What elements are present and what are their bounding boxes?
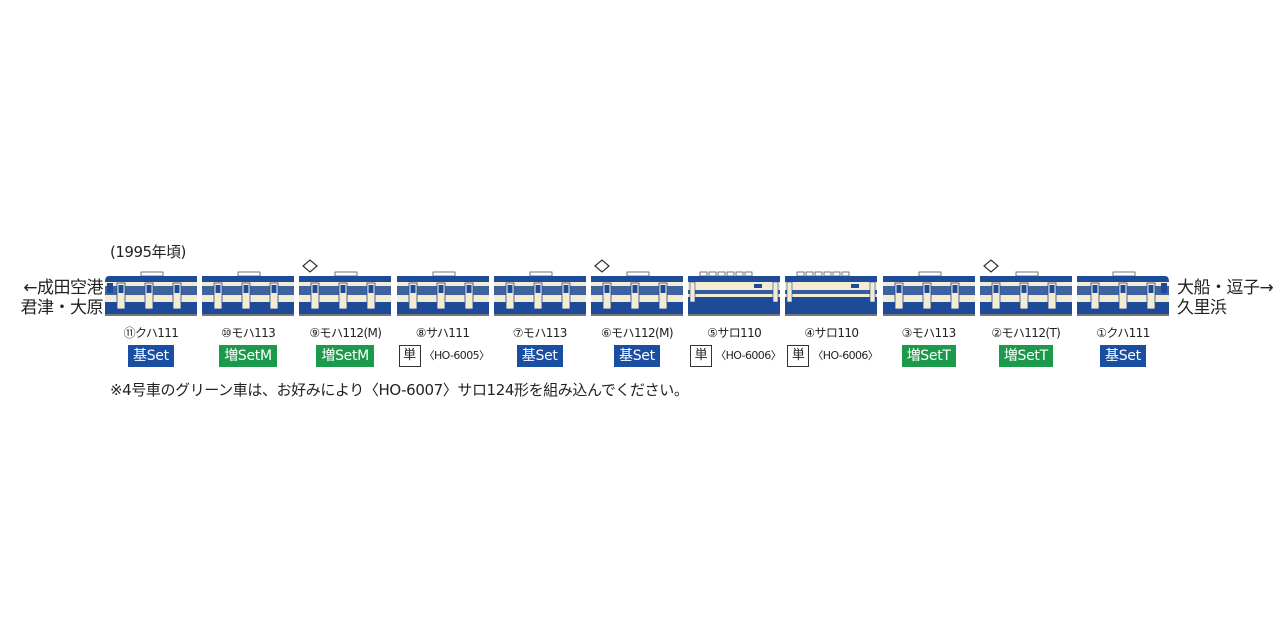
add-on-set-badge: 増SetM (316, 345, 374, 367)
train-car: ②モハ112(T) 増SetT (979, 259, 1072, 375)
train-car-illustration (105, 271, 197, 316)
train-car: ⑥モハ112(M) 基Set (591, 259, 683, 375)
car-label: ⑤サロ110 (707, 326, 762, 340)
car-label: ⑨モハ112(M) (309, 326, 382, 340)
product-code: 〈HO-6006〉 (812, 349, 879, 362)
basic-set-badge: 基Set (614, 345, 660, 367)
car-label: ③モハ113 (901, 326, 957, 340)
train-car-illustration (493, 271, 586, 316)
train-car-illustration (396, 271, 489, 316)
footnote: ※4号車のグリーン車は、お好みにより〈HO-6007〉サロ124形を組み込んでく… (110, 381, 689, 399)
car-label: ⑧サハ111 (415, 326, 470, 340)
car-label: ④サロ110 (804, 326, 859, 340)
destination-right-line1: 大船・逗子→ (1177, 278, 1274, 298)
train-car: ⑩モハ113 増SetM (202, 265, 295, 375)
destination-right: 大船・逗子→ 久里浜 (1177, 278, 1277, 318)
destination-left: ←成田空港 君津・大原 (3, 278, 104, 318)
train-car-illustration (688, 271, 781, 316)
car-label: ⑩モハ113 (221, 326, 276, 340)
basic-set-badge: 基Set (516, 345, 563, 367)
train-car-illustration (1077, 271, 1169, 316)
add-on-set-badge: 増SetM (219, 345, 277, 367)
pantograph-marker (594, 259, 610, 273)
train-car: ⑧サハ111 単〈HO-6005〉 (396, 265, 490, 375)
train-car: ③モハ113 増SetT (882, 265, 975, 375)
era-label: (1995年頃) (110, 243, 186, 261)
product-code: 〈HO-6005〉 (423, 349, 490, 362)
product-code: 〈HO-6006〉 (715, 349, 781, 362)
train-car: ①クハ111 基Set (1077, 265, 1169, 375)
train-car: ⑤サロ110 単〈HO-6006〉 (688, 265, 782, 375)
car-label: ②モハ112(T) (991, 326, 1061, 340)
train-car: ⑨モハ112(M) 増SetM (299, 259, 392, 375)
train-car-illustration (882, 271, 975, 316)
train-car-illustration (299, 271, 392, 316)
car-label: ①クハ111 (1096, 326, 1150, 340)
train-car: ⑦モハ113 基Set (493, 265, 586, 375)
single-sale-badge: 単 (398, 345, 421, 367)
single-sale-badge: 単 (690, 345, 713, 367)
train-car: ⑪クハ111 基Set (105, 265, 197, 375)
train-car-illustration (979, 271, 1072, 316)
car-label: ⑥モハ112(M) (601, 326, 674, 340)
basic-set-badge: 基Set (1100, 345, 1146, 367)
add-on-set-badge: 増SetT (901, 345, 956, 367)
train-car: ④サロ110 単〈HO-6006〉 (785, 265, 879, 375)
pantograph-marker (302, 259, 319, 273)
basic-set-badge: 基Set (128, 345, 174, 367)
train-car-illustration (591, 271, 683, 316)
destination-left-line2: 君津・大原 (20, 298, 104, 318)
destination-right-line2: 久里浜 (1177, 298, 1227, 318)
car-label: ⑦モハ113 (512, 326, 568, 340)
car-label: ⑪クハ111 (123, 326, 179, 340)
add-on-set-badge: 増SetT (998, 345, 1053, 367)
pantograph-marker (982, 259, 999, 273)
train-car-illustration (785, 271, 878, 316)
train-car-illustration (202, 271, 295, 316)
destination-left-line1: ←成田空港 (23, 278, 103, 298)
single-sale-badge: 単 (787, 345, 810, 367)
